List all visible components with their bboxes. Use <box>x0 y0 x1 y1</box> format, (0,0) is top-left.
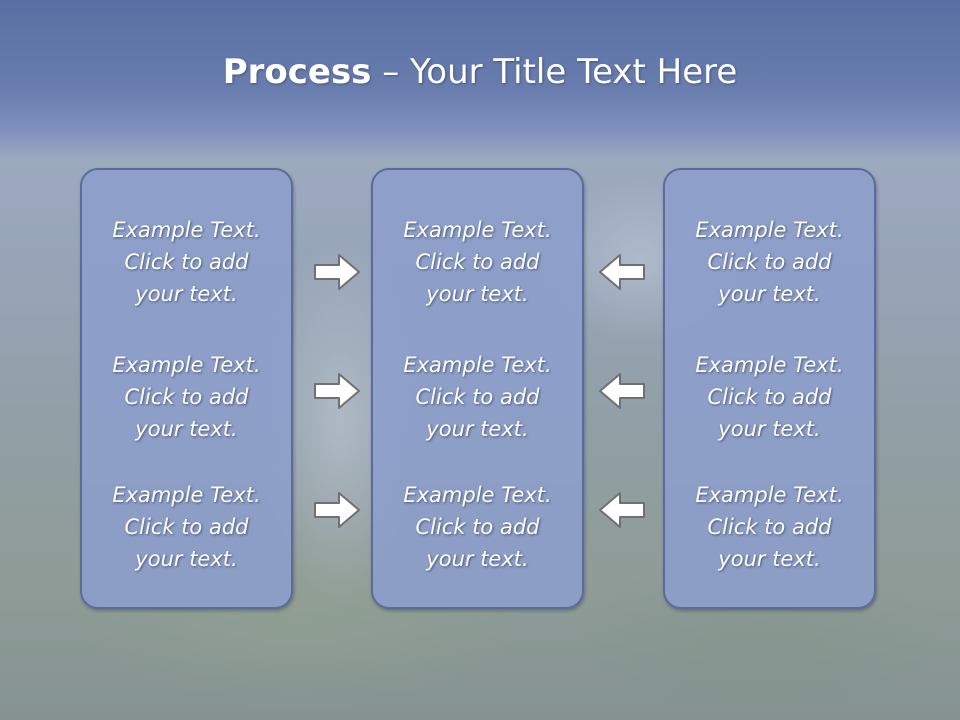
text-line: Click to add <box>124 515 249 539</box>
text-placeholder[interactable]: Example Text. Click to add your text. <box>665 214 874 310</box>
text-line: your text. <box>135 282 238 306</box>
text-line: Click to add <box>415 385 540 409</box>
text-line: your text. <box>426 282 529 306</box>
text-placeholder[interactable]: Example Text. Click to add your text. <box>373 479 582 575</box>
text-placeholder[interactable]: Example Text. Click to add your text. <box>373 214 582 310</box>
text-line: Example Text. <box>403 353 552 377</box>
text-line: your text. <box>426 547 529 571</box>
process-box-right[interactable]: Example Text. Click to add your text. Ex… <box>663 168 876 609</box>
text-line: your text. <box>718 282 821 306</box>
text-line: Example Text. <box>695 483 844 507</box>
text-placeholder[interactable]: Example Text. Click to add your text. <box>665 479 874 575</box>
arrow-left-icon <box>599 373 645 409</box>
text-placeholder[interactable]: Example Text. Click to add your text. <box>373 349 582 445</box>
text-line: your text. <box>135 417 238 441</box>
text-line: Example Text. <box>695 353 844 377</box>
text-line: Example Text. <box>112 483 261 507</box>
process-box-left[interactable]: Example Text. Click to add your text. Ex… <box>80 168 293 609</box>
text-line: Click to add <box>707 515 832 539</box>
arrow-right-icon <box>314 373 360 409</box>
text-line: Click to add <box>707 385 832 409</box>
title-bold: Process <box>222 52 372 92</box>
text-placeholder[interactable]: Example Text. Click to add your text. <box>665 349 874 445</box>
process-box-center[interactable]: Example Text. Click to add your text. Ex… <box>371 168 584 609</box>
title-band <box>0 0 960 160</box>
arrow-left-icon <box>599 492 645 528</box>
text-line: Example Text. <box>403 218 552 242</box>
text-placeholder[interactable]: Example Text. Click to add your text. <box>82 349 291 445</box>
arrow-right-icon <box>314 254 360 290</box>
text-line: Click to add <box>707 250 832 274</box>
text-line: Example Text. <box>112 218 261 242</box>
text-line: your text. <box>426 417 529 441</box>
title-rest: – Your Title Text Here <box>371 52 738 92</box>
text-line: your text. <box>718 417 821 441</box>
text-placeholder[interactable]: Example Text. Click to add your text. <box>82 479 291 575</box>
text-line: Example Text. <box>112 353 261 377</box>
text-placeholder[interactable]: Example Text. Click to add your text. <box>82 214 291 310</box>
text-line: Click to add <box>124 250 249 274</box>
arrow-right-icon <box>314 492 360 528</box>
text-line: your text. <box>718 547 821 571</box>
text-line: Example Text. <box>695 218 844 242</box>
text-line: your text. <box>135 547 238 571</box>
text-line: Click to add <box>415 515 540 539</box>
text-line: Click to add <box>415 250 540 274</box>
text-line: Click to add <box>124 385 249 409</box>
arrow-left-icon <box>599 254 645 290</box>
slide-title[interactable]: Process – Your Title Text Here <box>0 52 960 92</box>
text-line: Example Text. <box>403 483 552 507</box>
